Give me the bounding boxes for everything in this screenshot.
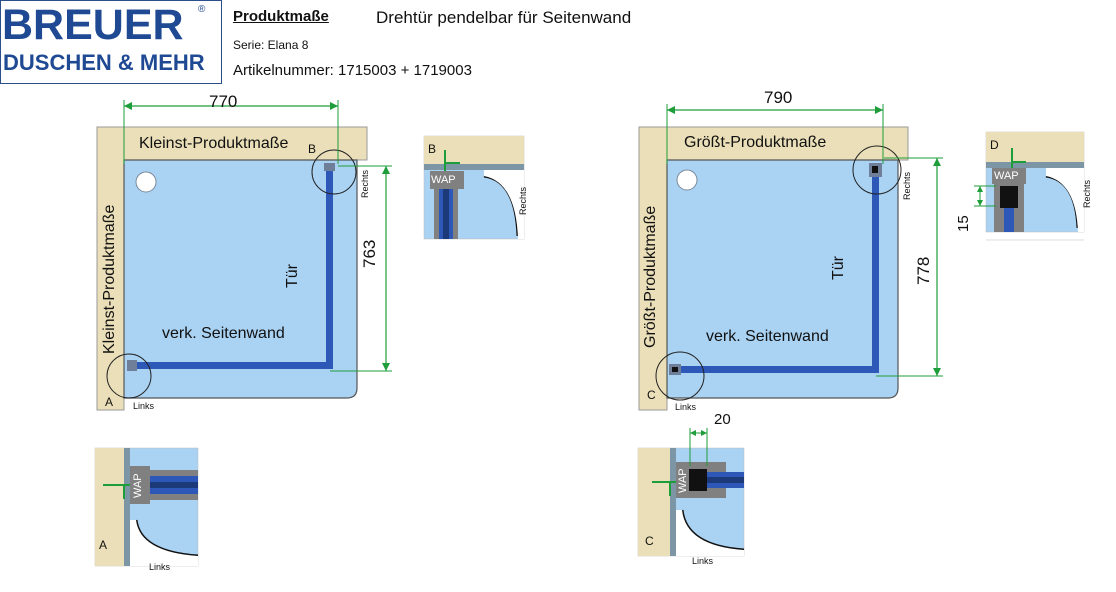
detail-a-links-label: Links — [149, 562, 171, 572]
brand-logo — [0, 0, 222, 84]
left-shower-tray — [123, 159, 358, 399]
detail-c-dimension: 20 — [714, 411, 731, 428]
left-side-wall-label: Kleinst-Produktmaße — [101, 204, 118, 354]
left-rechts-label: Rechts — [360, 169, 370, 198]
detail-b — [423, 135, 525, 240]
right-corner-c-circle — [655, 351, 705, 401]
left-sidewall-label: verk. Seitenwand — [162, 325, 285, 342]
left-hinge-bottom — [127, 360, 137, 371]
detail-d-wap-label: WAP — [994, 170, 1019, 182]
right-top-wall-label: Größt-Produktmaße — [684, 134, 827, 151]
left-plan — [96, 100, 392, 411]
detail-d-rechts-label: Rechts — [1082, 179, 1092, 208]
left-door-label: Tür — [284, 264, 301, 288]
left-drain — [135, 171, 157, 193]
right-plan — [638, 104, 943, 411]
detail-a-letter: A — [99, 538, 108, 552]
logo-wordmark: BREUER — [2, 1, 184, 49]
detail-a — [94, 447, 199, 567]
left-width-dimension: 770 — [209, 92, 238, 111]
right-width-dimension: 790 — [764, 88, 793, 107]
detail-d — [974, 131, 1085, 241]
detail-b-wap-label: WAP — [431, 174, 456, 186]
detail-a-wap-label: WAP — [132, 473, 144, 498]
detail-c-wap-label: WAP — [677, 468, 689, 493]
left-sidewall-glass — [133, 362, 333, 369]
right-side-wall-label: Größt-Produktmaße — [642, 205, 659, 348]
right-sidewall-label: verk. Seitenwand — [706, 328, 829, 345]
left-corner-a-circle — [106, 353, 152, 399]
right-height-dimension: 778 — [914, 256, 933, 285]
right-sidewall-glass — [674, 366, 879, 373]
right-corner-c-letter: C — [647, 388, 656, 402]
right-corner-d-circle — [852, 145, 902, 195]
logo-tagline: DUSCHEN & MEHR — [3, 50, 205, 75]
detail-d-letter: D — [990, 138, 999, 152]
left-links-label: Links — [133, 401, 155, 411]
detail-d-dimension: 15 — [955, 215, 972, 232]
detail-c-links-label: Links — [692, 556, 714, 566]
left-top-wall-label: Kleinst-Produktmaße — [139, 135, 289, 152]
page-title: Produktmaße — [233, 8, 329, 25]
article-number: Artikelnummer: 1715003 + 1719003 — [233, 62, 472, 79]
right-door-label: Tür — [830, 256, 847, 280]
detail-c — [637, 428, 745, 557]
right-links-label: Links — [675, 402, 697, 412]
right-door-glass — [872, 165, 879, 372]
right-shower-tray — [666, 159, 899, 399]
detail-b-rechts-label: Rechts — [518, 186, 528, 215]
left-height-dimension: 763 — [360, 239, 379, 268]
detail-b-letter: B — [428, 142, 437, 156]
right-rechts-label: Rechts — [902, 171, 912, 200]
left-corner-b-circle — [311, 149, 357, 195]
logo-registered-mark: ® — [198, 4, 206, 15]
left-hinge-top — [324, 163, 335, 171]
left-corner-a-letter: A — [105, 395, 114, 409]
left-corner-b-letter: B — [308, 142, 317, 156]
left-door-glass — [326, 165, 333, 368]
detail-c-letter: C — [645, 534, 654, 548]
series-label: Serie: Elana 8 — [233, 38, 309, 52]
page-subtitle: Drehtür pendelbar für Seitenwand — [376, 8, 632, 27]
right-drain — [676, 169, 698, 191]
